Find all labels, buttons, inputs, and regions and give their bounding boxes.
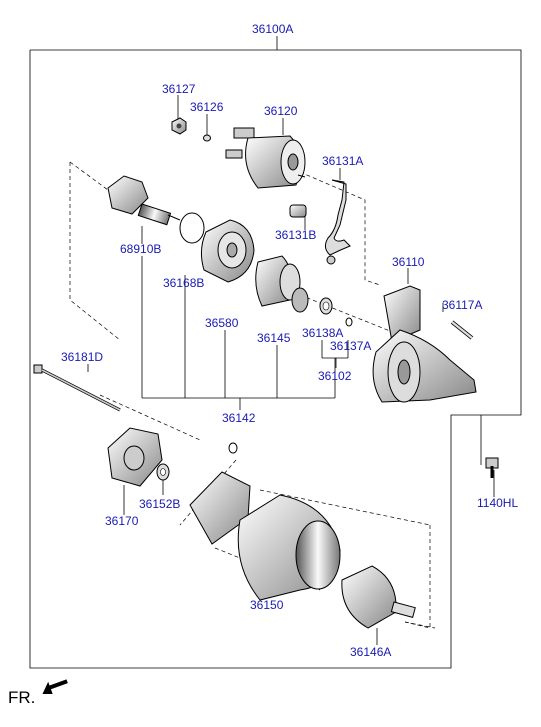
part-shaft-68910B bbox=[107, 175, 181, 226]
part-washer-36152B bbox=[156, 463, 170, 481]
label-36181D[interactable]: 36181D bbox=[61, 350, 104, 364]
part-brush-holder bbox=[189, 442, 251, 545]
label-36152B[interactable]: 36152B bbox=[139, 497, 181, 511]
label-36137A[interactable]: 36137A bbox=[330, 339, 372, 353]
label-1140HL[interactable]: 1140HL bbox=[477, 496, 519, 510]
label-36142[interactable]: 36142 bbox=[222, 411, 256, 425]
part-ring-36168B bbox=[179, 212, 205, 244]
part-bolt-36181D bbox=[33, 364, 121, 412]
part-pinion-36145 bbox=[255, 255, 309, 313]
label-36131A[interactable]: 36131A bbox=[322, 154, 364, 168]
part-nut-36127 bbox=[171, 117, 187, 135]
label-36170[interactable]: 36170 bbox=[105, 514, 139, 528]
part-lever-36131A bbox=[324, 179, 351, 265]
part-washer-36138A bbox=[319, 297, 333, 315]
part-armature-36146A bbox=[341, 565, 416, 629]
label-36102[interactable]: 36102 bbox=[318, 369, 352, 383]
part-cap-36131B bbox=[289, 204, 307, 218]
part-bolt-1140HL bbox=[485, 457, 499, 478]
part-washer-36126 bbox=[203, 134, 211, 142]
part-housing-36580 bbox=[200, 219, 255, 283]
leader-lines bbox=[87, 95, 495, 645]
label-36131B[interactable]: 36131B bbox=[275, 228, 317, 242]
part-yoke-36150 bbox=[237, 494, 341, 601]
label-36145[interactable]: 36145 bbox=[257, 331, 291, 345]
part-bolt-36117A bbox=[450, 320, 474, 340]
label-36150[interactable]: 36150 bbox=[250, 598, 284, 612]
part-endplate-36170 bbox=[107, 427, 163, 487]
label-36127[interactable]: 36127 bbox=[162, 82, 196, 96]
assembly-frame bbox=[29, 36, 522, 669]
label-36117A[interactable]: 36117A bbox=[442, 298, 483, 312]
label-36580[interactable]: 36580 bbox=[205, 316, 239, 330]
part-solenoid-36120 bbox=[225, 127, 306, 189]
part-clip-36137A bbox=[345, 317, 353, 327]
label-36110[interactable]: 36110 bbox=[392, 255, 425, 269]
part-housing-36110 bbox=[372, 285, 477, 403]
label-36146A[interactable]: 36146A bbox=[350, 645, 392, 659]
label-36168B[interactable]: 36168B bbox=[163, 276, 205, 290]
front-indicator-label: FR. bbox=[8, 688, 36, 707]
label-68910B[interactable]: 68910B bbox=[120, 242, 162, 256]
label-36126[interactable]: 36126 bbox=[190, 100, 224, 114]
label-36100A[interactable]: 36100A bbox=[252, 22, 294, 36]
label-36138A[interactable]: 36138A bbox=[302, 326, 344, 340]
arrow-icon bbox=[42, 679, 68, 694]
label-36120[interactable]: 36120 bbox=[264, 104, 298, 118]
